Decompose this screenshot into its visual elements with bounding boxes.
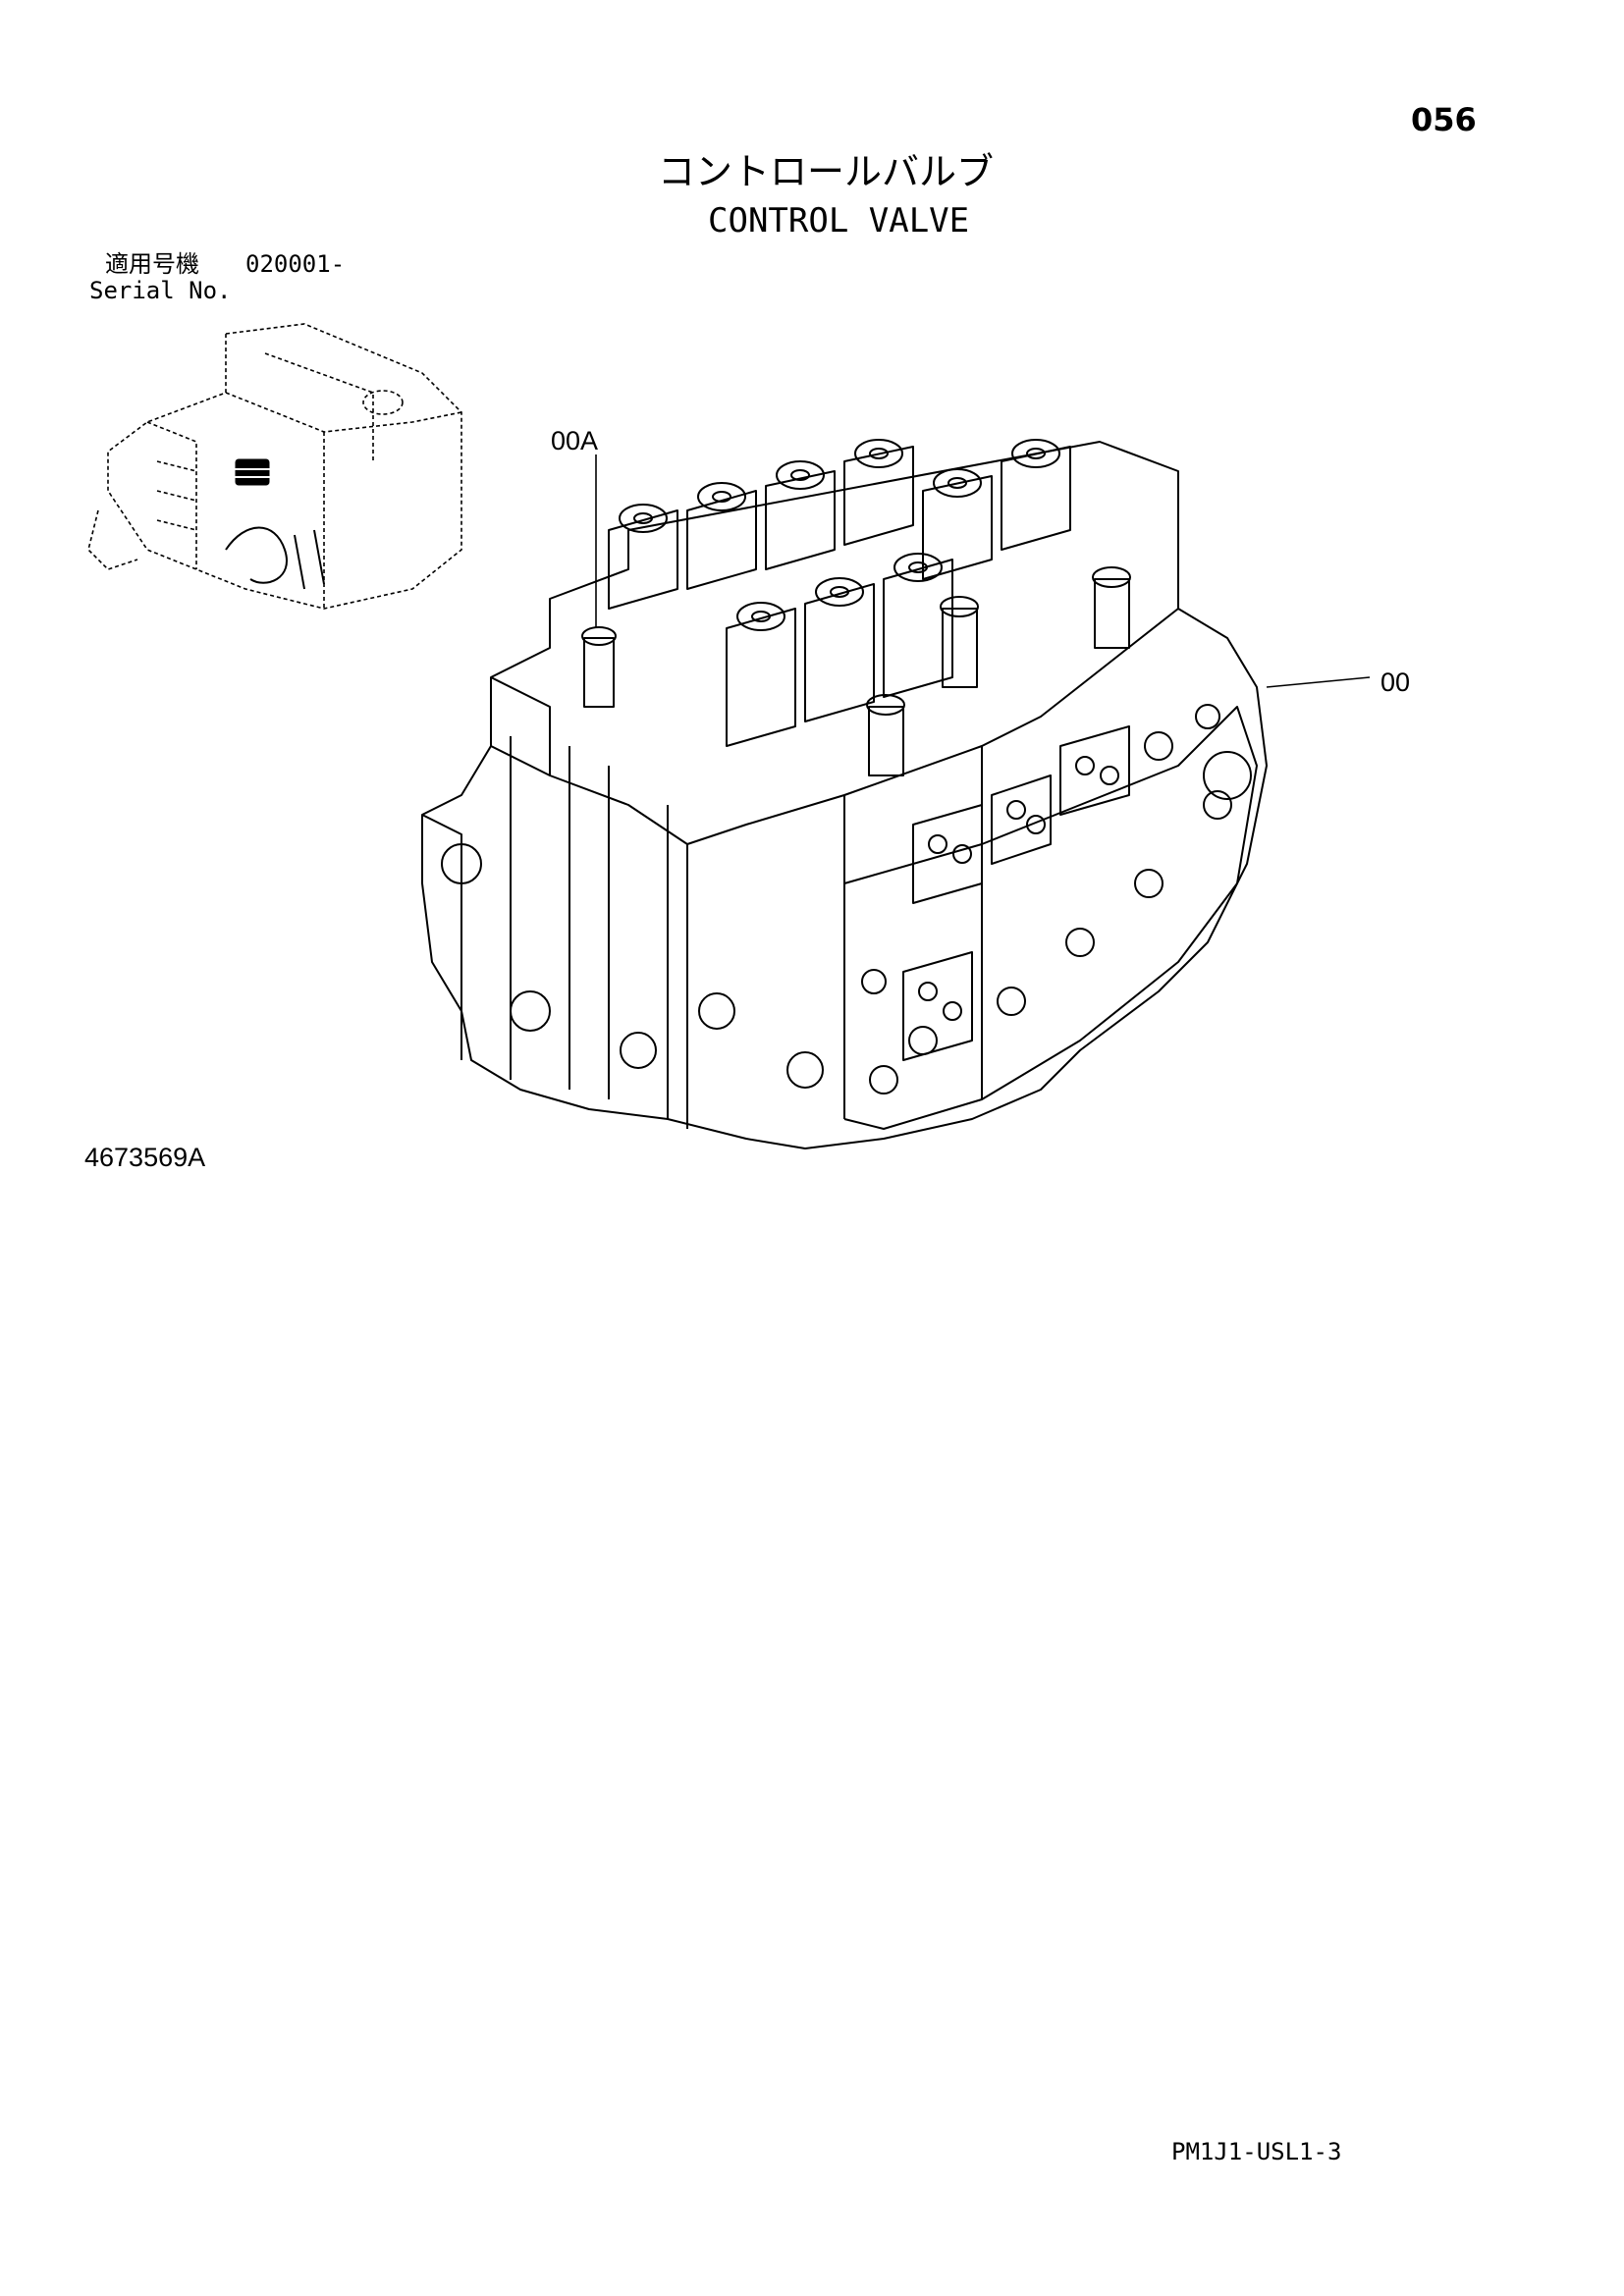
serial-label-english: Serial No.: [89, 277, 232, 304]
control-valve-location-marker: [234, 458, 271, 486]
callout-00a: 00A: [551, 426, 599, 455]
serial-number-value: 020001-: [245, 250, 346, 278]
page-number: 056: [1411, 101, 1477, 138]
callout-00: 00: [1380, 667, 1411, 697]
figure-id: 4673569A: [84, 1143, 206, 1172]
page-title-japanese: コントロールバルブ: [658, 150, 995, 193]
serial-label-japanese: 適用号機: [105, 250, 199, 278]
footer-code: PM1J1-USL1-3: [1171, 2138, 1342, 2165]
page-title-english: CONTROL VALVE: [708, 201, 970, 240]
